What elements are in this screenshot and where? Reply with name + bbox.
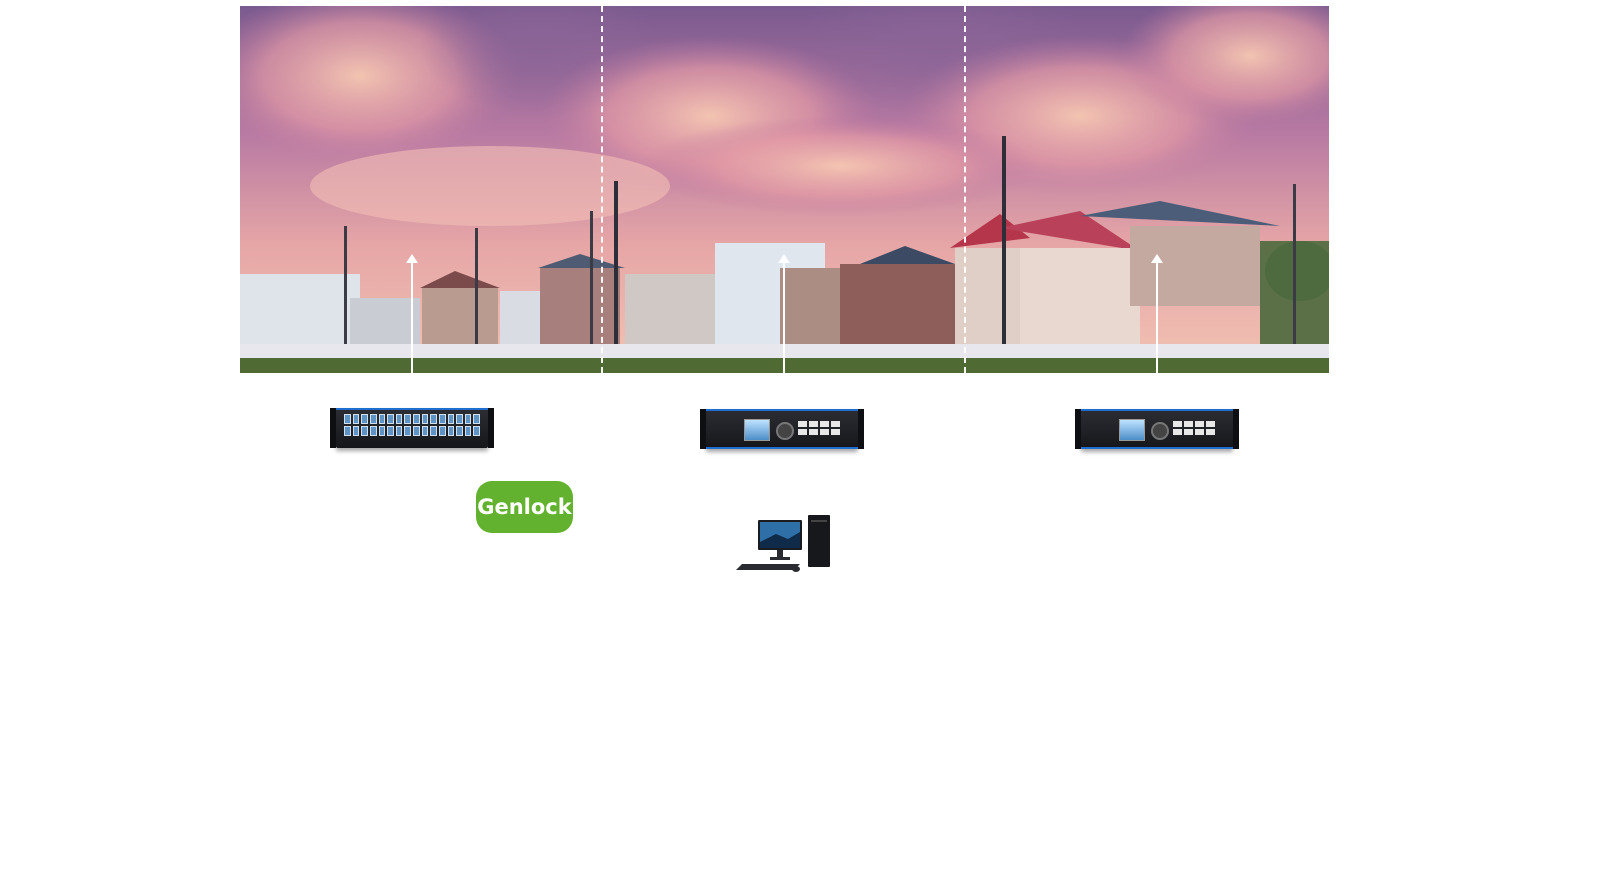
signal-arrow [406,254,418,374]
genlock-badge: Genlock [476,481,573,533]
video-controller-icon [700,409,864,449]
screen-segment-divider [601,6,603,373]
led-screen-image [240,6,1329,373]
screen-segment-divider [964,6,966,373]
video-controller-icon [1075,409,1239,449]
sending-card-switch-icon [330,408,494,448]
signal-arrow [778,254,790,374]
sunset-townscape-image [240,6,1329,373]
desktop-computer-icon [736,515,830,572]
signal-arrow [1151,254,1163,374]
